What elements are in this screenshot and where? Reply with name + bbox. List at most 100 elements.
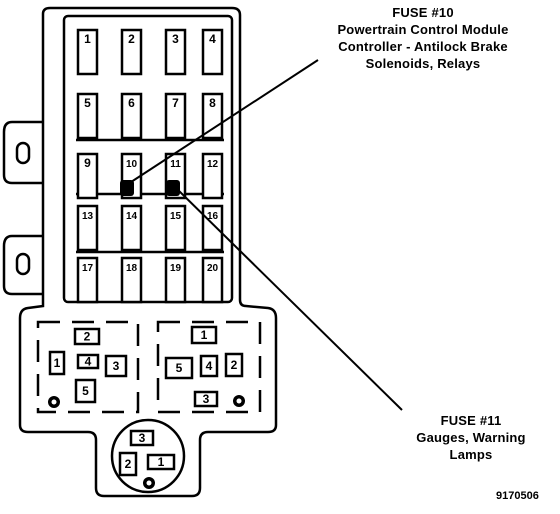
upper-block-frame [62, 14, 234, 304]
fuse-slot-12: 12 [201, 152, 224, 200]
fuse-number-label: 17 [82, 263, 94, 274]
cell-number-label: 2 [84, 330, 91, 344]
fuse-slot-17: 17 [76, 256, 99, 304]
fuse-10-line-2: Controller - Antilock Brake [338, 39, 508, 54]
left-relay-3: 3 [104, 354, 128, 378]
cell-body [193, 390, 219, 408]
fuse-slot-1: 1 [76, 28, 99, 76]
fuse-slot-6: 6 [120, 92, 143, 140]
left-relay-1: 1 [48, 350, 66, 376]
fuse-number-label: 8 [209, 96, 216, 110]
mounting-hole-lower [15, 252, 31, 276]
cell-number-label: 5 [176, 361, 183, 375]
fuse-body [76, 204, 99, 252]
fuse-body [164, 28, 187, 76]
fuse-body [120, 256, 143, 304]
lower-left-block-outline [36, 320, 140, 414]
cell-body [164, 356, 194, 380]
lower-right-block-outline [156, 320, 262, 414]
cell-number-label: 1 [54, 356, 61, 370]
fuse-number-label: 9 [84, 156, 91, 170]
fuse-10-line-3: Solenoids, Relays [365, 56, 481, 71]
leader-line-fuse-11 [173, 185, 403, 411]
fuse-number-label: 4 [209, 32, 216, 46]
fuse-slot-18: 18 [120, 256, 143, 304]
fuse-10-callout: FUSE #10 Powertrain Control Module Contr… [286, 4, 560, 72]
right-relay-4: 4 [199, 354, 219, 378]
cell-number-label: 3 [139, 431, 146, 445]
fuse-body [76, 256, 99, 304]
fuse-11-contact-marker [166, 180, 180, 196]
cell-body [199, 354, 219, 378]
fuse-number-label: 5 [84, 96, 91, 110]
cell-body [146, 453, 176, 471]
fuse-slot-2: 2 [120, 28, 143, 76]
fuse-slot-5: 5 [76, 92, 99, 140]
fuse-number-label: 6 [128, 96, 135, 110]
right-relay-1: 1 [190, 325, 218, 345]
cell-number-label: 4 [206, 359, 213, 373]
cell-body [48, 350, 66, 376]
fuse-body [120, 28, 143, 76]
fuse-number-label: 16 [207, 211, 219, 222]
cell-body [74, 378, 97, 404]
fuse-number-label: 11 [170, 159, 181, 170]
leader-line-fuse-10 [127, 59, 319, 185]
fuse-number-label: 7 [172, 96, 179, 110]
fuse-10-title: FUSE #10 [392, 5, 454, 20]
fuse-body [201, 204, 224, 252]
fuse-body [164, 92, 187, 140]
fuse-11-line-1: Gauges, Warning [416, 430, 526, 445]
fuse-body [120, 204, 143, 252]
fuse-slot-14: 14 [120, 204, 143, 252]
fuse-slot-20: 20 [201, 256, 224, 304]
fuse-number-label: 2 [128, 32, 135, 46]
cell-number-label: 4 [85, 355, 92, 369]
cell-number-label: 2 [125, 457, 132, 471]
cell-body [73, 327, 101, 346]
right-relay-3: 3 [193, 390, 219, 408]
fuse-10-line-1: Powertrain Control Module [337, 22, 509, 37]
fuse-10-contact-marker [120, 180, 134, 196]
fuse-number-label: 20 [207, 263, 219, 274]
figure-id: 9170506 [496, 490, 539, 502]
fuse-body [76, 92, 99, 140]
fuse-slot-15: 15 [164, 204, 187, 252]
cell-body [118, 451, 138, 477]
fuse-11-callout: FUSE #11 Gauges, Warning Lamps [396, 412, 546, 463]
cell-body [76, 353, 100, 370]
mounting-hole-upper [15, 141, 31, 165]
fuse-slot-13: 13 [76, 204, 99, 252]
fuse-body [201, 28, 224, 76]
fuse-slot-4: 4 [201, 28, 224, 76]
fuse-body [201, 152, 224, 200]
fuse-body [201, 92, 224, 140]
fuse-number-label: 13 [82, 211, 94, 222]
cell-number-label: 2 [231, 358, 238, 372]
fuse-number-label: 10 [126, 159, 138, 170]
right-relay-5: 5 [164, 356, 194, 380]
fuse-body [164, 204, 187, 252]
fuse-body [201, 256, 224, 304]
cell-body [129, 429, 155, 447]
right-relay-2: 2 [224, 352, 244, 378]
fuse-number-label: 19 [170, 263, 182, 274]
fuse-number-label: 12 [207, 159, 219, 170]
round-connector-housing [110, 418, 186, 494]
fuse-body [120, 92, 143, 140]
fuse-number-label: 18 [126, 263, 138, 274]
cell-number-label: 5 [82, 384, 89, 398]
left-relay-4: 4 [76, 353, 100, 370]
fuse-slot-9: 9 [76, 152, 99, 200]
fuse-slot-7: 7 [164, 92, 187, 140]
mounting-tab-lower [2, 234, 43, 296]
left-relay-2: 2 [73, 327, 101, 346]
cell-number-label: 1 [158, 455, 165, 469]
cell-number-label: 3 [113, 359, 120, 373]
fuse-11-title: FUSE #11 [440, 413, 502, 428]
cell-number-label: 3 [203, 392, 210, 406]
fuse-number-label: 14 [126, 211, 138, 222]
fuse-slot-3: 3 [164, 28, 187, 76]
cell-number-label: 1 [201, 328, 208, 342]
